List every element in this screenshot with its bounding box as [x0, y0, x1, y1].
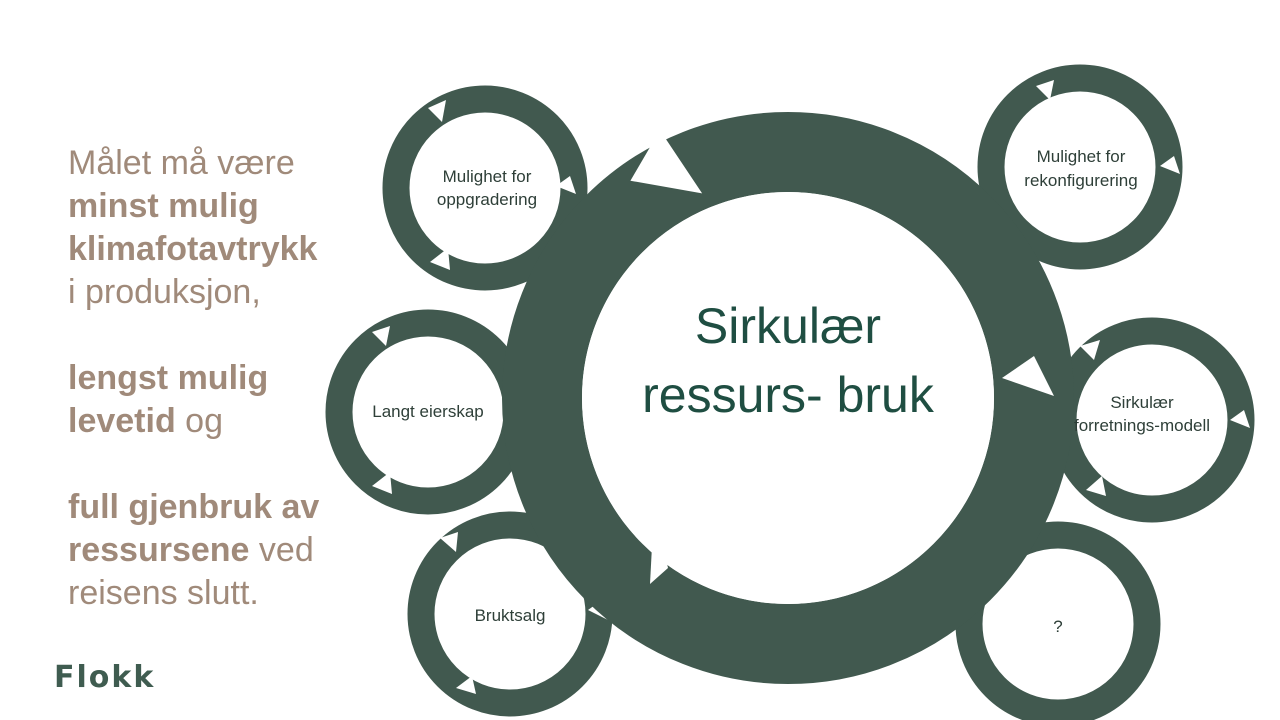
goal-line-8-rest: ved: [249, 531, 314, 569]
reconfig-label-1: Mulighet for: [1037, 147, 1126, 166]
goal-emphasis-3: lengst mulig: [68, 359, 269, 397]
reconfig-label-2: rekonfigurering: [1024, 171, 1137, 190]
goal-line-1: Målet må være: [68, 144, 295, 182]
upgrade-label-1: Mulighet for: [443, 167, 532, 186]
goal-emphasis-5: full gjenbruk av: [68, 488, 320, 526]
flokk-logo: Flokk: [54, 660, 156, 695]
center-ring: Sirkulær ressurs- bruk: [502, 112, 1074, 684]
upgrade-label-2: oppgradering: [437, 190, 537, 209]
goal-line-6-rest: og: [175, 402, 223, 440]
goal-emphasis-6: ressursene: [68, 531, 250, 569]
center-title-line-1: Sirkulær: [695, 298, 881, 354]
goal-emphasis-2: klimafotavtrykk: [68, 230, 318, 268]
goal-text: Målet må være minst mulig klimafotavtryk…: [68, 142, 368, 615]
goal-line-4: i produksjon,: [68, 273, 261, 311]
business-label-2: forretnings-modell: [1074, 416, 1210, 435]
ring-upgrade: Mulighet for oppgradering: [382, 85, 588, 291]
goal-line-2: minst mulig: [68, 185, 368, 228]
ownership-label: Langt eierskap: [372, 402, 484, 421]
goal-line-9: reisens slutt.: [68, 574, 259, 612]
center-title-line-2: ressurs- bruk: [642, 367, 935, 423]
goal-emphasis-4: levetid: [68, 402, 176, 440]
goal-line-8: ressursene ved: [68, 529, 368, 572]
goal-line-3: klimafotavtrykk: [68, 228, 368, 271]
ring-reconfig: Mulighet for rekonfigurering: [977, 64, 1183, 270]
ring-unknown: ?: [955, 521, 1161, 720]
goal-emphasis-1: minst mulig: [68, 187, 259, 225]
unknown-label: ?: [1053, 617, 1062, 636]
business-label-1: Sirkulær: [1110, 393, 1174, 412]
goal-line-5: lengst mulig: [68, 357, 368, 400]
ring-ownership: Langt eierskap: [325, 309, 531, 515]
used-label: Bruktsalg: [475, 606, 546, 625]
ring-business: Sirkulær forretnings-modell: [1049, 317, 1255, 523]
goal-line-7: full gjenbruk av: [68, 486, 368, 529]
goal-line-6: levetid og: [68, 400, 368, 443]
